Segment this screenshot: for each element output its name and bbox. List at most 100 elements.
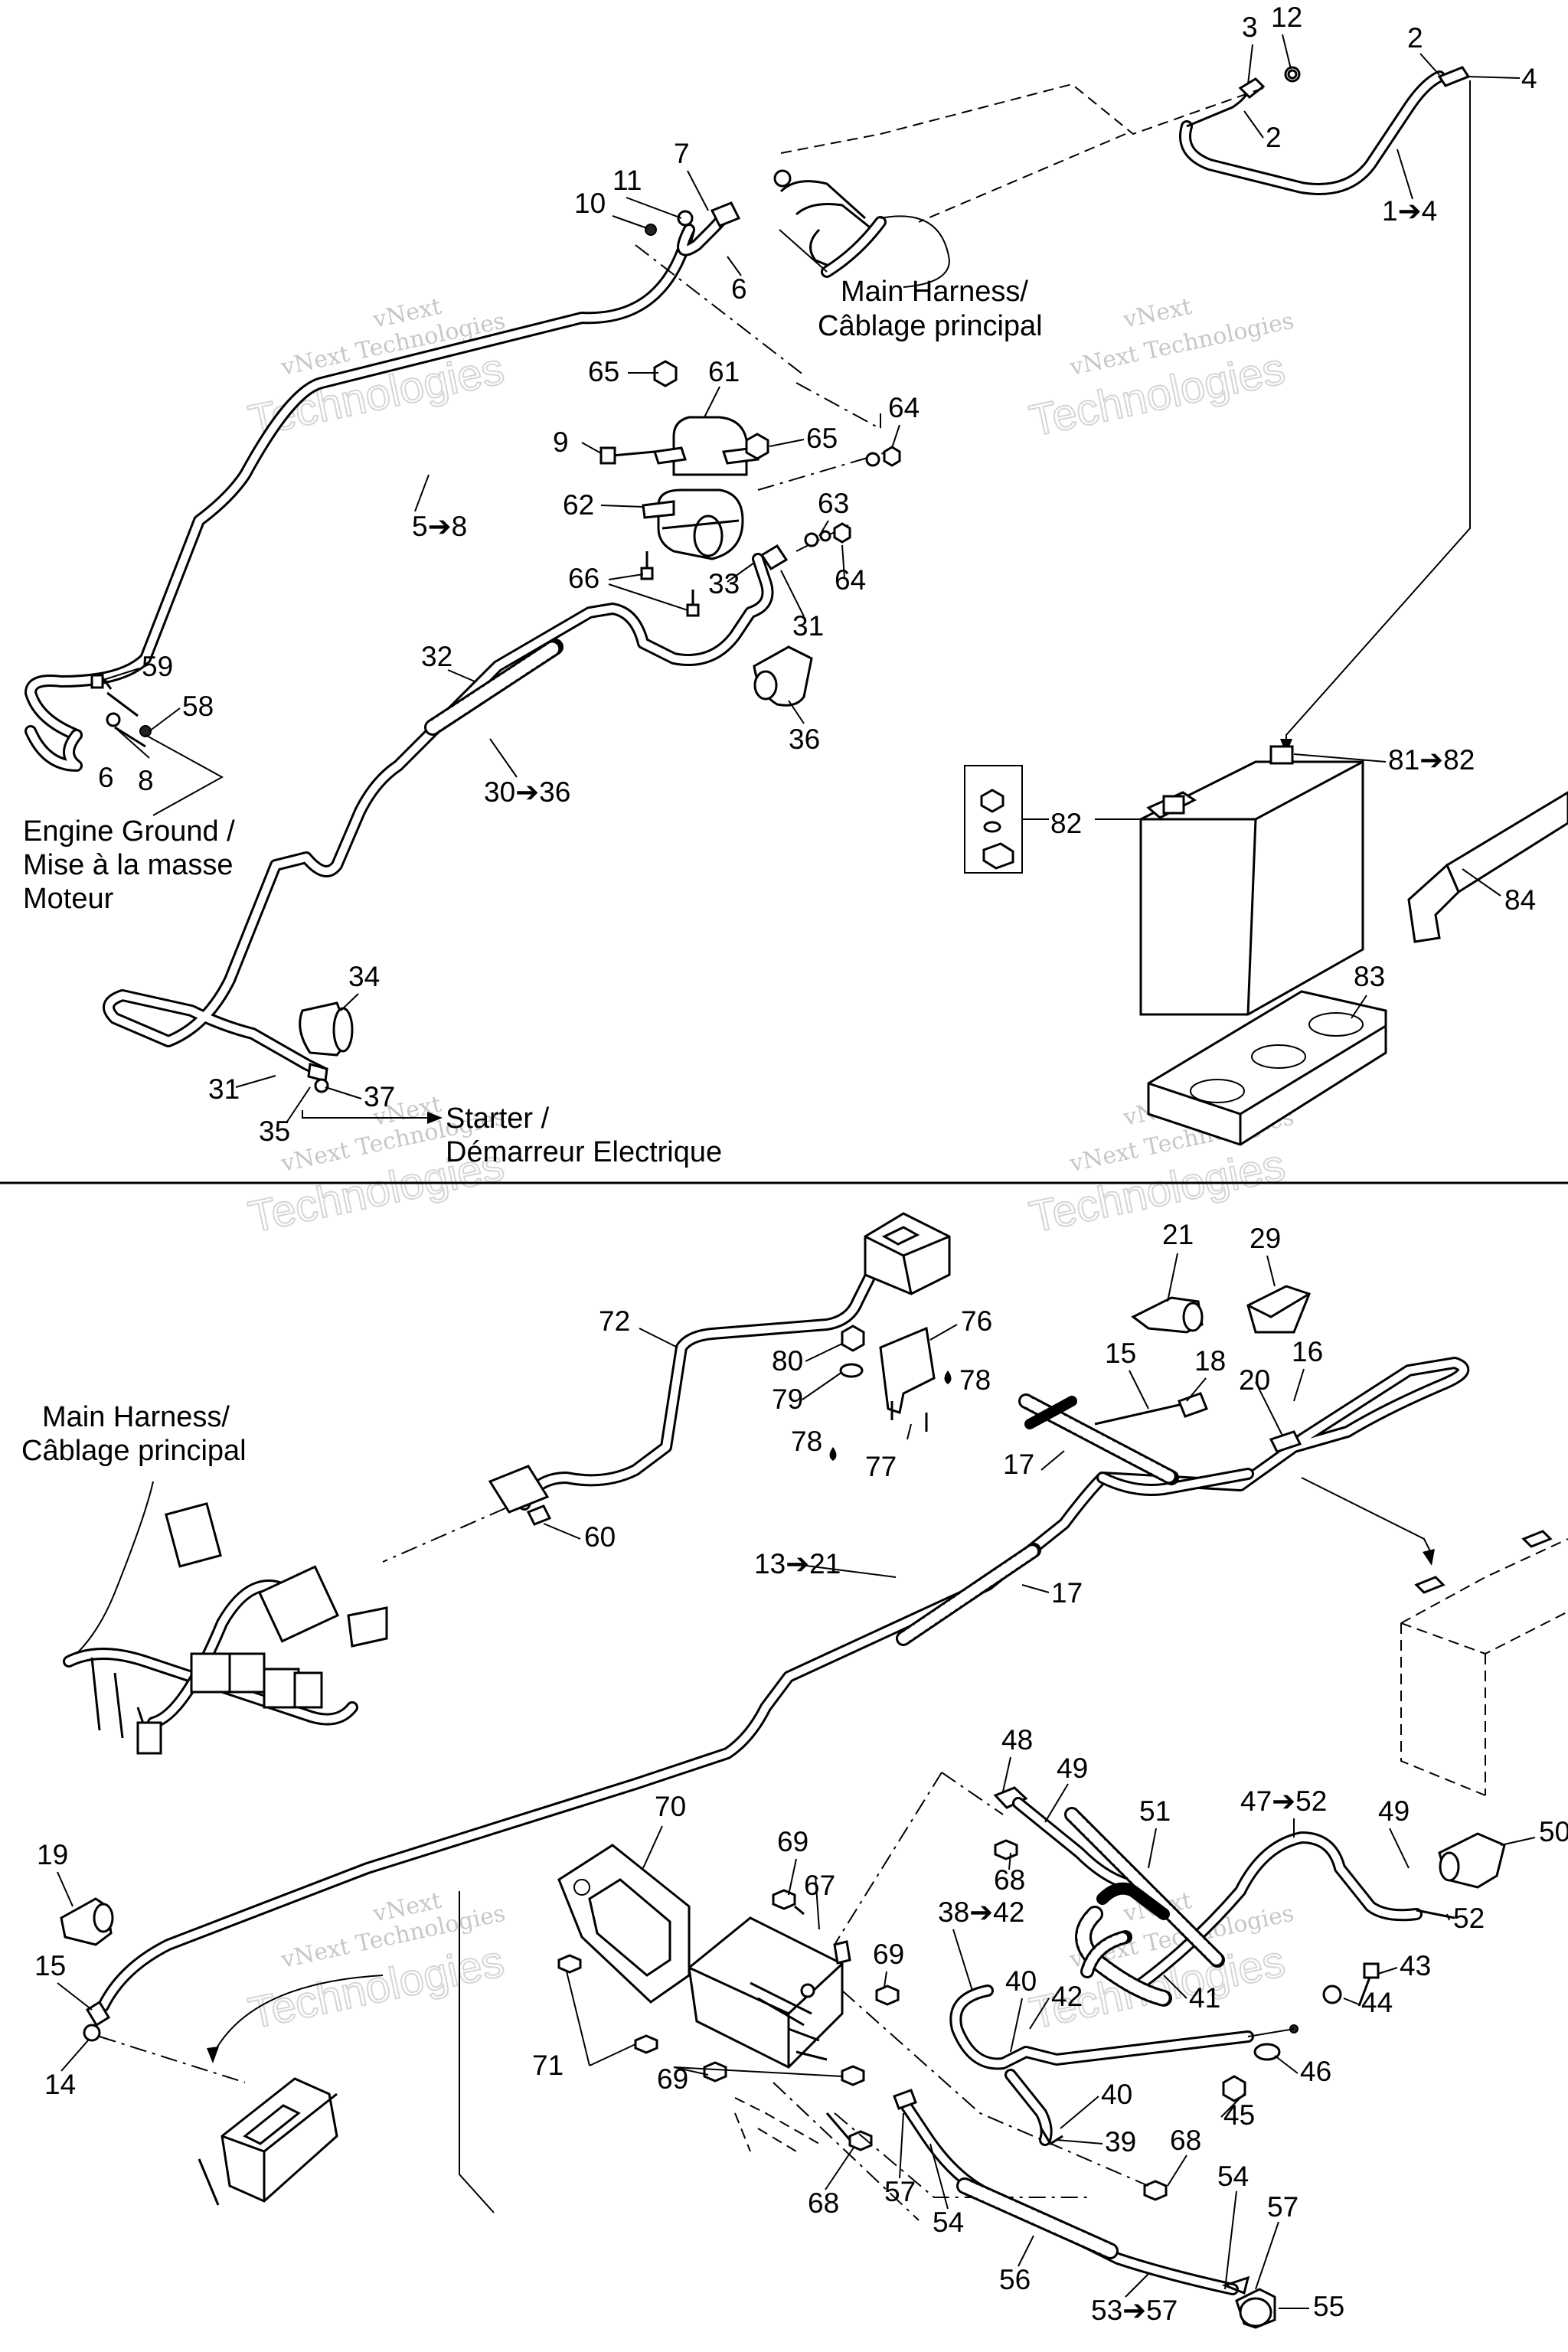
fastener-71 — [557, 1954, 582, 1974]
nut-14 — [83, 2024, 101, 2042]
control-module — [198, 2077, 338, 2206]
callout-label: 36 — [789, 724, 820, 755]
bolt-68 — [994, 1839, 1018, 1860]
callout-label: 50 — [1539, 1816, 1568, 1847]
screw-77 — [890, 1401, 928, 1432]
callout-label: 76 — [961, 1305, 992, 1337]
bolt-69-shaft — [794, 1905, 805, 1916]
boot-55 — [1235, 2288, 1276, 2329]
boot-21 — [1131, 1296, 1204, 1334]
washer-10 — [645, 224, 657, 236]
dash-border — [459, 1891, 495, 2213]
callout-label: 45 — [1223, 2099, 1255, 2131]
conduit-32 — [424, 639, 564, 736]
bolt-68-shaft — [825, 2112, 851, 2141]
arrow-head — [1423, 1549, 1435, 1566]
callout-label: 20 — [1239, 1364, 1270, 1396]
callout-label: 58 — [182, 691, 214, 722]
callout-label: 17 — [1051, 1577, 1083, 1609]
cable-6 — [677, 201, 741, 256]
nut-37 — [314, 1078, 329, 1093]
drop-icon — [829, 1447, 837, 1461]
callout-label: 81➔82 — [1388, 744, 1475, 776]
conduit-56 — [956, 2177, 1119, 2259]
conduit-41 — [1075, 1906, 1172, 2007]
callout-label: 48 — [1001, 1724, 1033, 1756]
callout-label: 11 — [612, 165, 642, 196]
callout-label: 82 — [1050, 808, 1082, 839]
nut-12 — [1287, 69, 1298, 80]
callout-label: 19 — [37, 1839, 68, 1870]
callout-label: 10 — [574, 188, 606, 219]
bolt-43 — [1357, 1975, 1372, 2007]
callout-label: 61 — [708, 356, 740, 387]
callout-label: 30➔36 — [484, 776, 570, 808]
battery-tray-83 — [1147, 990, 1387, 1146]
cable-1-4 — [1179, 66, 1471, 195]
nut-65b — [745, 433, 769, 460]
leader-line — [1247, 2028, 1295, 2037]
leader-dashdot — [834, 2112, 1087, 2198]
bolt-66-head — [686, 603, 700, 617]
note-line: Engine Ground / — [23, 815, 235, 848]
bolt-43-head — [1363, 1962, 1380, 1979]
callout-label: 57 — [1267, 2191, 1298, 2223]
callout-label: 2 — [1266, 122, 1282, 153]
callout-label: 44 — [1361, 1987, 1393, 2018]
callout-label: 9 — [553, 426, 569, 458]
leader-dash — [780, 83, 1264, 154]
callout-label: 13➔21 — [754, 1548, 841, 1579]
callout-label: 51 — [1139, 1795, 1171, 1827]
callout-label: 59 — [142, 651, 173, 682]
callout-label: 5➔8 — [412, 511, 467, 542]
callout-label: 35 — [259, 1116, 290, 1147]
callout-label: 40 — [1005, 1965, 1037, 1997]
callout-label: 68 — [808, 2187, 839, 2219]
callout-label: 62 — [563, 489, 594, 521]
note-line: Moteur — [23, 883, 114, 915]
leader-line — [1285, 80, 1471, 750]
callout-label: 49 — [1057, 1753, 1088, 1784]
watermark: vNext vNext Technologies Technologies — [1024, 293, 1296, 447]
callout-label: 16 — [1292, 1336, 1323, 1367]
cable-38-42 — [949, 1984, 1254, 2146]
note-line: Starter / — [446, 1102, 550, 1135]
boot-34 — [299, 1001, 354, 1057]
callout-label: 43 — [1400, 1950, 1431, 1981]
leader-line — [76, 1481, 154, 1655]
callout-label: 69 — [873, 1939, 904, 1970]
cable-48-51 — [993, 1786, 1225, 1968]
callout-label: 29 — [1250, 1223, 1281, 1254]
cable-5-8 — [24, 224, 695, 772]
callout-label: 66 — [568, 563, 599, 594]
note-line: Mise à la masse — [23, 849, 234, 881]
leader-dashdot — [99, 2036, 246, 2083]
terminal-20 — [1269, 1430, 1302, 1453]
boot-36 — [753, 645, 813, 707]
callout-label: 14 — [44, 2069, 76, 2100]
battery — [1139, 745, 1364, 1016]
leader-dash — [734, 2112, 797, 2152]
callout-label: 70 — [655, 1791, 686, 1822]
callout-label: 55 — [1313, 2291, 1344, 2322]
nut-65a — [653, 360, 678, 387]
controller-67 — [688, 1916, 851, 2069]
callout-label: 42 — [1051, 1981, 1083, 2012]
callout-label: 7 — [674, 138, 690, 169]
callout-label: 79 — [772, 1383, 803, 1415]
leader-line — [1301, 1477, 1432, 1555]
arrow-head — [207, 2047, 219, 2063]
callout-label: 49 — [1378, 1795, 1410, 1827]
callout-label: 54 — [933, 2207, 964, 2238]
callout-label: 15 — [1105, 1338, 1136, 1369]
callout-label: 47➔52 — [1240, 1785, 1327, 1817]
callout-label: 84 — [1504, 884, 1536, 916]
module-76 — [864, 1212, 951, 1414]
nut-45 — [1222, 2075, 1246, 2102]
note-starter: Starter / Démarreur Electrique — [446, 1102, 722, 1168]
watermark: vNext vNext Technologies Technologies — [243, 1887, 509, 2040]
callout-label: 31 — [208, 1073, 240, 1105]
callout-label: 52 — [1453, 1903, 1485, 1934]
nuts-63-64 — [757, 446, 901, 552]
callout-label: 78 — [959, 1364, 991, 1396]
